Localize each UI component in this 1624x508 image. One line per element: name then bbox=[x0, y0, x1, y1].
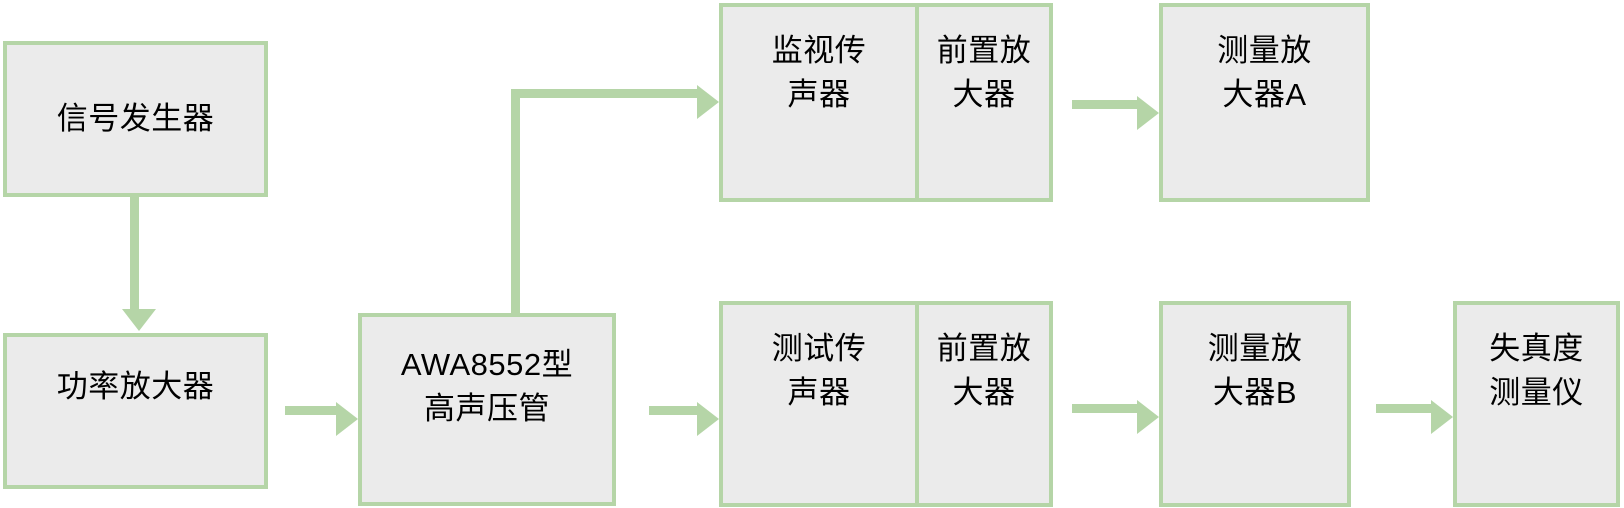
node-preamplifier-bottom[interactable]: 前置放 大器 bbox=[917, 301, 1053, 507]
node-awa8552-tube-line-1: AWA8552型 bbox=[400, 347, 574, 382]
arrow-preamplifier-top-to-measuring-amp-a bbox=[1072, 96, 1159, 130]
node-measuring-amp-b-line-2: 大器B bbox=[1212, 375, 1298, 411]
node-distortion-meter[interactable]: 失真度 测量仪 bbox=[1453, 301, 1620, 507]
node-measuring-amp-a-line-2: 大器A bbox=[1222, 77, 1307, 113]
node-preamplifier-bottom-line-2: 大器 bbox=[952, 375, 1016, 411]
node-monitor-microphone[interactable]: 监视传 声器 bbox=[719, 3, 917, 202]
node-measuring-amp-a[interactable]: 测量放 大器A bbox=[1159, 3, 1370, 202]
node-monitor-microphone-line-2: 声器 bbox=[787, 77, 851, 113]
node-measuring-amp-b-line-1: 测量放 bbox=[1207, 331, 1303, 366]
node-test-microphone-line-2: 声器 bbox=[787, 375, 851, 411]
arrow-signal-generator-to-power-amplifier bbox=[122, 197, 156, 331]
arrow-preamplifier-bottom-to-measuring-amp-b bbox=[1072, 400, 1159, 434]
node-test-microphone-line-1: 测试传 bbox=[771, 331, 867, 366]
node-monitor-microphone-line-1: 监视传 bbox=[771, 33, 867, 68]
node-power-amplifier-line-1: 功率放大器 bbox=[56, 369, 215, 404]
node-measuring-amp-a-line-1: 测量放 bbox=[1217, 33, 1312, 68]
node-power-amplifier[interactable]: 功率放大器 bbox=[3, 333, 268, 489]
node-awa8552-tube[interactable]: AWA8552型 高声压管 bbox=[358, 313, 616, 506]
node-distortion-meter-line-1: 失真度 bbox=[1489, 331, 1584, 366]
node-measuring-amp-b[interactable]: 测量放 大器B bbox=[1159, 301, 1351, 507]
elbow-awa8552-to-monitor-microphone-vertical bbox=[511, 89, 520, 313]
node-preamplifier-top-line-2: 大器 bbox=[952, 77, 1016, 113]
arrow-measuring-amp-b-to-distortion-meter bbox=[1376, 400, 1453, 434]
arrow-awa8552-to-test-microphone bbox=[649, 402, 719, 436]
arrow-power-amplifier-to-awa8552 bbox=[285, 402, 358, 436]
node-awa8552-tube-line-2: 高声压管 bbox=[424, 391, 550, 427]
node-signal-generator[interactable]: 信号发生器 bbox=[3, 41, 268, 197]
node-preamplifier-top[interactable]: 前置放 大器 bbox=[917, 3, 1053, 202]
node-distortion-meter-line-2: 测量仪 bbox=[1489, 375, 1584, 411]
node-signal-generator-line-1: 信号发生器 bbox=[56, 100, 215, 136]
arrow-awa8552-to-monitor-microphone bbox=[511, 85, 719, 119]
node-test-microphone[interactable]: 测试传 声器 bbox=[719, 301, 917, 507]
node-preamplifier-bottom-line-1: 前置放 bbox=[936, 331, 1032, 366]
node-preamplifier-top-line-1: 前置放 bbox=[936, 33, 1032, 68]
